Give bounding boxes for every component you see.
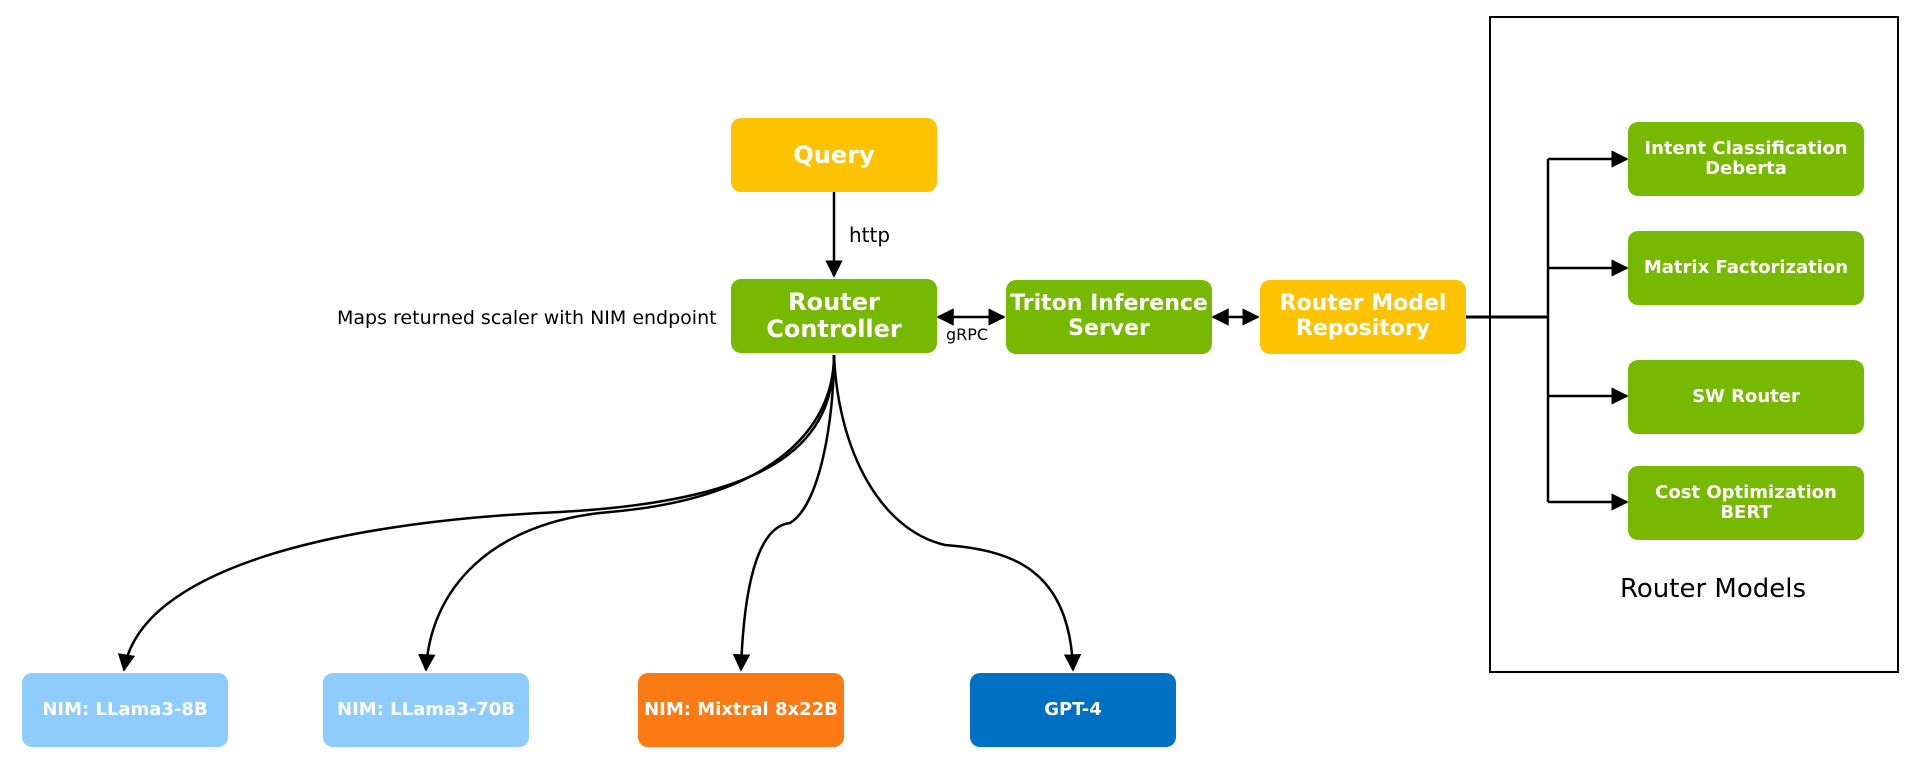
router-models-panel xyxy=(1489,16,1899,673)
sw-router-node: SW Router xyxy=(1628,360,1864,434)
cost-optimization-bert-node: Cost Optimization BERT xyxy=(1628,466,1864,540)
nim-mixtral-node: NIM: Mixtral 8x22B xyxy=(638,673,844,747)
edge-controller-to-nim-8b xyxy=(117,354,836,672)
query-node: Query xyxy=(731,118,937,192)
router-model-repository-node: Router Model Repository xyxy=(1260,280,1466,354)
router-models-title: Router Models xyxy=(1620,574,1807,604)
nim-llama3-70b-node: NIM: LLama3-70B xyxy=(323,673,529,747)
edge-controller-to-nim-70b xyxy=(418,354,836,672)
nim-llama3-8b-node: NIM: LLama3-8B xyxy=(22,673,228,747)
intent-classification-node: Intent Classification Deberta xyxy=(1628,122,1864,196)
http-label: http xyxy=(849,223,891,247)
router-controller-node: Router Controller xyxy=(731,279,937,353)
edge-controller-to-gpt4 xyxy=(832,354,1082,672)
maps-note-label: Maps returned scaler with NIM endpoint xyxy=(337,307,717,329)
triton-inference-server-node: Triton Inference Server xyxy=(1006,280,1212,354)
gpt-4-node: GPT-4 xyxy=(970,673,1176,747)
grpc-label: gRPC xyxy=(946,325,989,344)
edge-controller-to-nim-mixtral xyxy=(732,354,836,672)
matrix-factorization-node: Matrix Factorization xyxy=(1628,231,1864,305)
